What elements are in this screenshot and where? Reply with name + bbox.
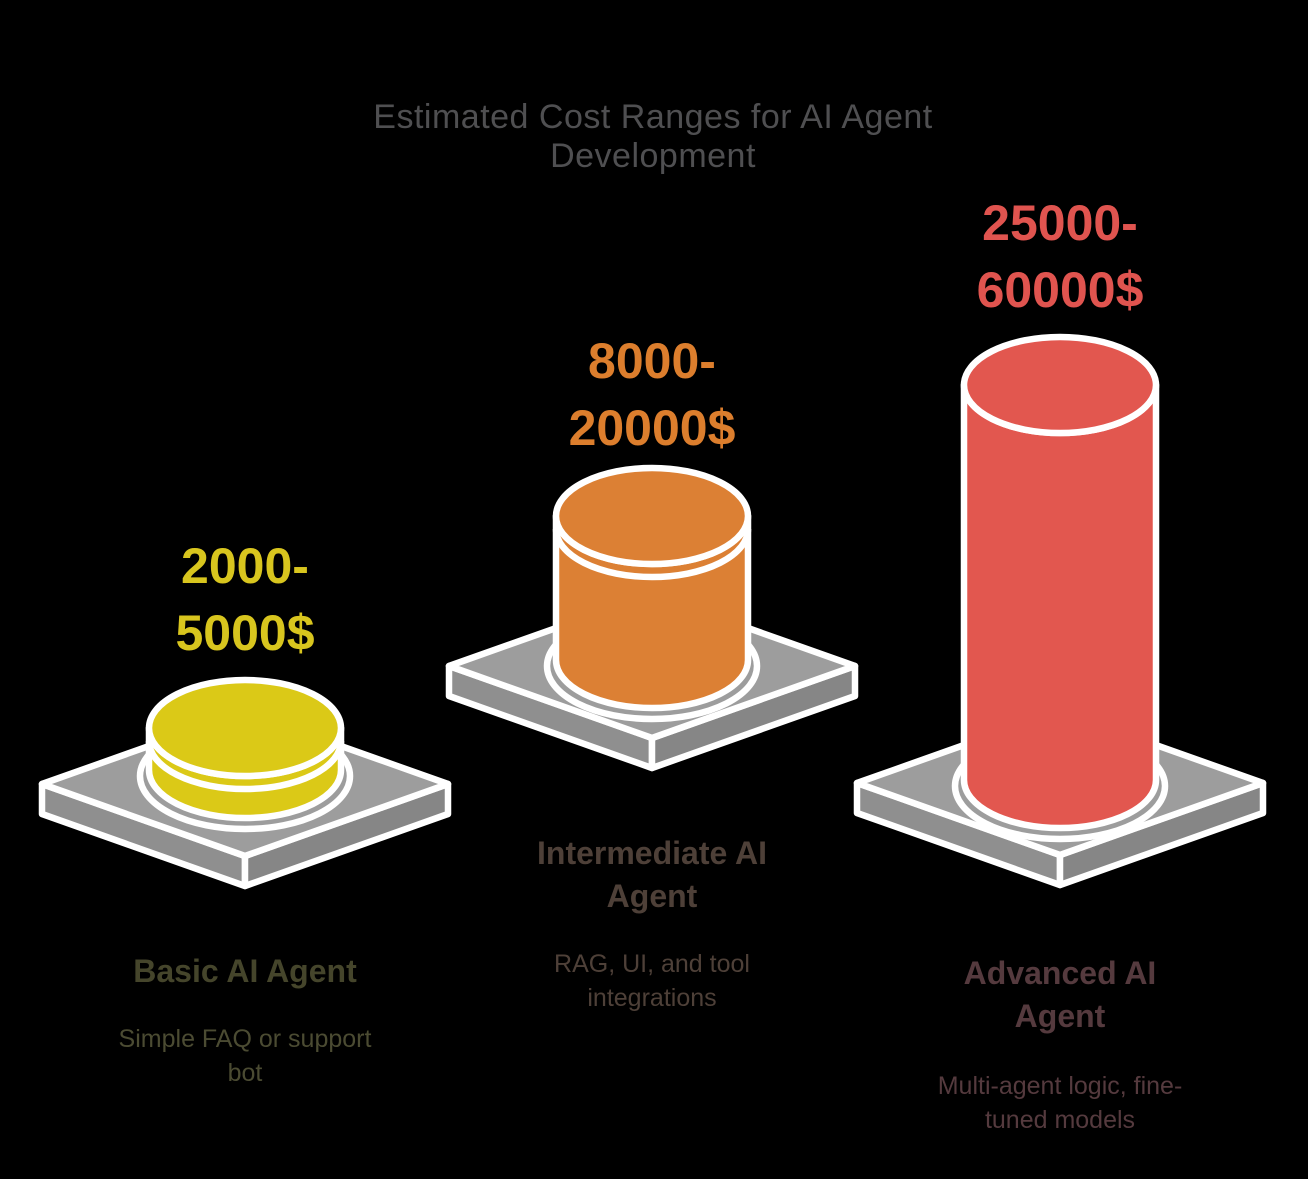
- cylinder-2-top-cap: [960, 333, 1160, 437]
- chart-title: Estimated Cost Ranges for AI Agent Devel…: [373, 98, 933, 175]
- group-2-price-label: 25000- 60000$: [976, 195, 1144, 318]
- cylinder-2-body: [960, 381, 1160, 832]
- cylinder-1-top-cap: [552, 464, 752, 568]
- group-2-category-label: Advanced AI Agent: [963, 955, 1157, 1034]
- group-1-price-label: 8000- 20000$: [568, 333, 736, 456]
- group-1-category-label: Intermediate AI Agent: [537, 835, 767, 914]
- cylinder-0-cap-seam: [145, 740, 345, 793]
- cylinder-0-top-cap: [145, 676, 345, 780]
- group-1-description: RAG, UI, and tool integrations: [554, 950, 750, 1012]
- group-0-price-label: 2000- 5000$: [175, 538, 315, 661]
- group-0-category-label: Basic AI Agent: [133, 953, 357, 989]
- cylinder-1-cap-seam: [552, 528, 752, 581]
- group-2-description: Multi-agent logic, fine- tuned models: [937, 1072, 1183, 1134]
- group-0-description: Simple FAQ or support bot: [118, 1025, 372, 1087]
